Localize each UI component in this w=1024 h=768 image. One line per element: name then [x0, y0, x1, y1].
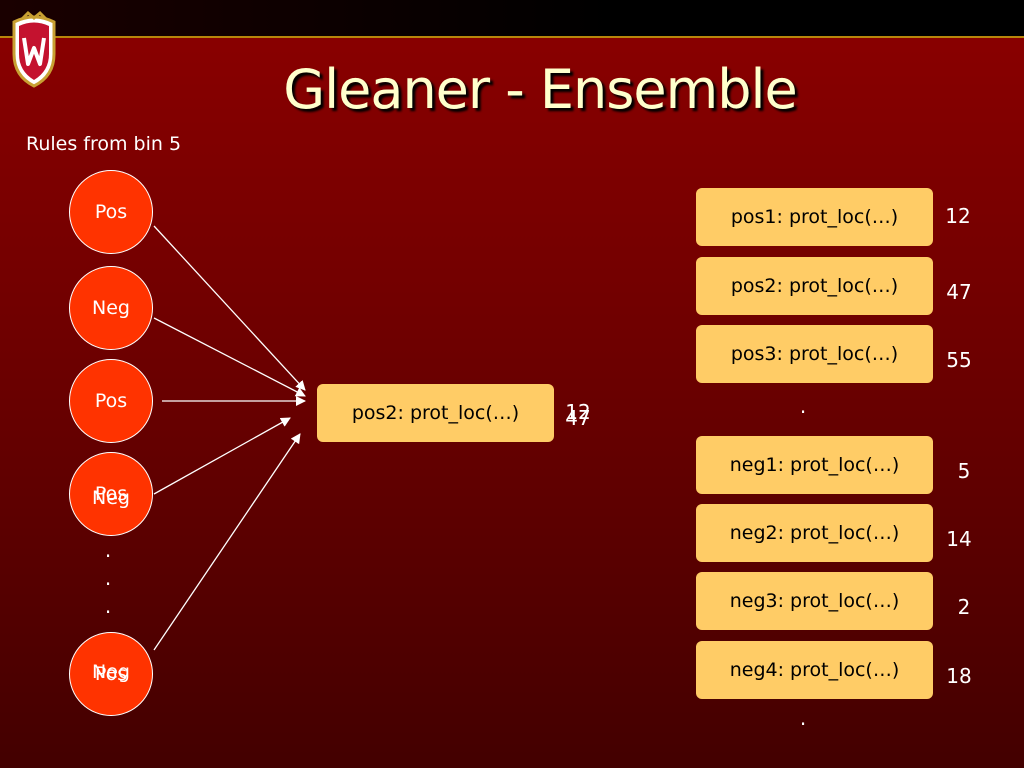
- example-circle-1: Pos: [69, 170, 153, 254]
- rule-label: pos2: prot_loc(…): [730, 275, 899, 297]
- circle-label-overlay: Pos: [94, 663, 128, 685]
- rule-label: neg1: prot_loc(…): [729, 454, 900, 476]
- ellipsis-dot: .: [799, 394, 807, 418]
- rule-label: neg4: prot_loc(…): [729, 659, 900, 681]
- circle-label: Pos: [94, 201, 128, 223]
- circle-label: Pos: [94, 483, 128, 505]
- center-rule-label: pos2: prot_loc(…): [351, 402, 520, 424]
- rule-score: 47: [946, 280, 972, 304]
- ellipsis-dot: .: [104, 566, 112, 590]
- rule-box-neg4: neg4: prot_loc(…): [696, 641, 933, 699]
- example-circle-2: Neg: [69, 266, 153, 350]
- rule-label: neg3: prot_loc(…): [729, 590, 900, 612]
- arrow-2: [153, 317, 306, 397]
- circle-label: Neg: [92, 297, 130, 319]
- slide-caption: Rules from bin 5: [26, 133, 182, 155]
- top-bar-divider: [0, 36, 1024, 38]
- ellipsis-dot: .: [104, 594, 112, 618]
- ellipsis-dot: .: [799, 706, 807, 730]
- rule-box-pos2: pos2: prot_loc(…): [696, 257, 933, 315]
- rule-box-neg1: neg1: prot_loc(…): [696, 436, 933, 494]
- university-crest-icon: [12, 10, 56, 88]
- top-bar: [0, 0, 1024, 36]
- rule-box-pos1: pos1: prot_loc(…): [696, 188, 933, 246]
- rule-box-pos3: pos3: prot_loc(…): [696, 325, 933, 383]
- arrow-4: [153, 417, 291, 495]
- rule-box-neg2: neg2: prot_loc(…): [696, 504, 933, 562]
- example-circle-3: Pos: [69, 359, 153, 443]
- rule-score: 14: [946, 527, 972, 551]
- rule-score: 55: [946, 348, 972, 372]
- center-score: 12: [565, 400, 591, 424]
- example-circle-4: Pos Neg: [69, 452, 153, 536]
- slide-title: Gleaner - Ensemble: [283, 58, 797, 121]
- arrow-5: [153, 433, 301, 651]
- rule-label: neg2: prot_loc(…): [729, 522, 900, 544]
- example-circle-5: Neg Pos: [69, 632, 153, 716]
- rule-score: 2: [957, 595, 971, 619]
- arrow-1: [153, 225, 306, 391]
- rule-score: 5: [957, 459, 971, 483]
- ellipsis-dot: .: [104, 538, 112, 562]
- rule-score: 12: [945, 204, 971, 228]
- center-rule-box: pos2: prot_loc(…): [317, 384, 554, 442]
- rule-label: pos1: prot_loc(…): [730, 206, 899, 228]
- rule-box-neg3: neg3: prot_loc(…): [696, 572, 933, 630]
- circle-label: Neg: [92, 661, 130, 683]
- circle-label-overlay: Neg: [92, 487, 130, 509]
- rule-label: pos3: prot_loc(…): [730, 343, 899, 365]
- center-score-overlay: 47: [565, 406, 591, 430]
- circle-label: Pos: [94, 390, 128, 412]
- rule-score: 18: [946, 664, 972, 688]
